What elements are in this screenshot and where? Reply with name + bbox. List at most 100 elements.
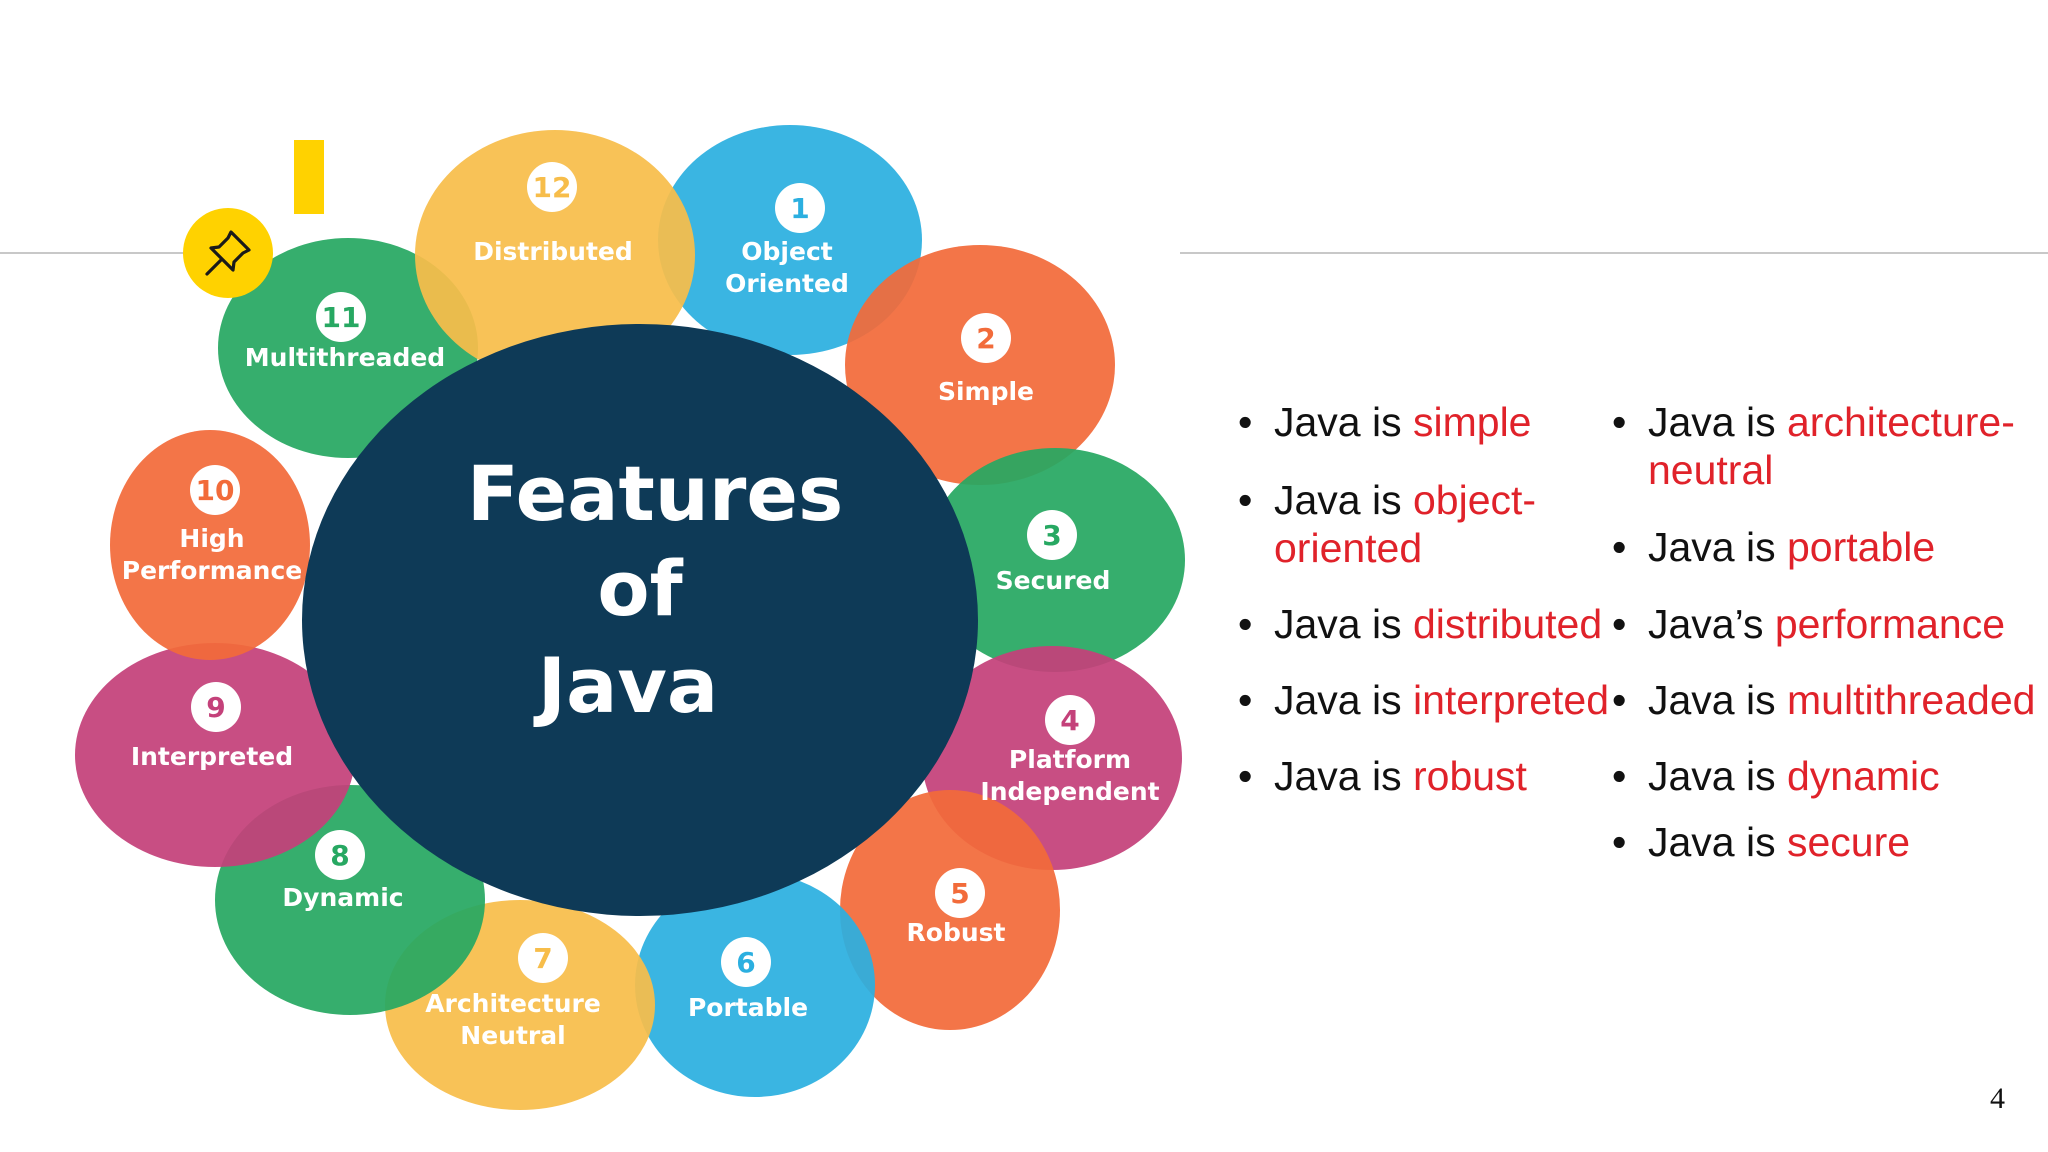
center-title-line-2: of bbox=[597, 544, 683, 633]
petal-label-12: Distributed bbox=[473, 237, 633, 266]
petal-label-11: Multithreaded bbox=[245, 343, 445, 372]
petal-label-8: Dynamic bbox=[282, 883, 403, 912]
bullet-prefix: Java is bbox=[1274, 601, 1413, 647]
bullet-text: Java is secure bbox=[1648, 818, 1910, 866]
petal-number-1: 1 bbox=[790, 192, 809, 225]
bullet-prefix: Java is bbox=[1648, 524, 1787, 570]
petal-label-6: Portable bbox=[688, 993, 808, 1022]
bullet-prefix: Java’s bbox=[1648, 601, 1775, 647]
bullet-highlight: interpreted bbox=[1413, 677, 1610, 723]
bullet-highlight: architecture- bbox=[1787, 399, 2015, 445]
bullet-prefix: Java is bbox=[1274, 677, 1413, 723]
petal-label-2: Simple bbox=[938, 377, 1034, 406]
petal-label-7: Neutral bbox=[460, 1021, 565, 1050]
bullet-text: Java is simple bbox=[1274, 398, 1531, 446]
petal-12 bbox=[415, 130, 695, 380]
bullet-highlight: dynamic bbox=[1787, 753, 1940, 799]
petal-label-10: Performance bbox=[122, 556, 302, 585]
petal-number-badge-8 bbox=[315, 830, 365, 880]
bullet-dot: • bbox=[1612, 524, 1627, 570]
bullet-highlight: performance bbox=[1774, 601, 2006, 647]
bullet-text: Java is interpreted bbox=[1274, 676, 1609, 724]
bullet-prefix: Java is bbox=[1648, 819, 1787, 865]
bullet-highlight: oriented bbox=[1274, 525, 1423, 571]
petal-number-badge-7 bbox=[518, 933, 568, 983]
petal-label-7: Architecture bbox=[425, 989, 601, 1018]
petal-number-badge-2 bbox=[961, 313, 1011, 363]
bullet-highlight: robust bbox=[1413, 753, 1527, 799]
petal-number-9: 9 bbox=[206, 691, 225, 724]
bullet-highlight: multithreaded bbox=[1787, 677, 2036, 723]
petal-9 bbox=[75, 643, 355, 867]
petal-number-3: 3 bbox=[1042, 519, 1061, 552]
bullet-dot: • bbox=[1238, 477, 1253, 523]
petal-10 bbox=[110, 430, 310, 660]
petal-number-4: 4 bbox=[1060, 704, 1079, 737]
bullet-prefix: Java is bbox=[1648, 399, 1787, 445]
petal-number-badge-4 bbox=[1045, 695, 1095, 745]
petal-label-1: Object bbox=[741, 237, 832, 266]
bullet-dot: • bbox=[1612, 601, 1627, 647]
bullet-dot: • bbox=[1238, 753, 1253, 799]
petal-number-2: 2 bbox=[976, 322, 995, 355]
header-rule-right bbox=[1180, 252, 2048, 254]
bullet-text: Java is robust bbox=[1274, 752, 1527, 800]
bullet-text: Java is object-oriented bbox=[1274, 476, 1536, 572]
bullet-prefix: Java is bbox=[1274, 753, 1413, 799]
pushpin-icon bbox=[205, 230, 251, 276]
pushpin-badge[interactable] bbox=[183, 208, 273, 298]
bullet-dot: • bbox=[1612, 677, 1627, 723]
bullet-dot: • bbox=[1238, 677, 1253, 723]
bullet-dot: • bbox=[1612, 399, 1627, 445]
petal-label-10: High bbox=[179, 524, 244, 553]
petal-number-badge-9 bbox=[191, 682, 241, 732]
bullet-text: Java is multithreaded bbox=[1648, 676, 2035, 724]
bullet-highlight: portable bbox=[1787, 524, 1936, 570]
petal-label-5: Robust bbox=[907, 918, 1006, 947]
bullet-dot: • bbox=[1612, 753, 1627, 799]
bullet-prefix: Java is bbox=[1274, 399, 1413, 445]
petal-number-badge-12 bbox=[527, 162, 577, 212]
bullet-text: Java’s performance bbox=[1648, 600, 2005, 648]
page-number: 4 bbox=[1990, 1082, 2005, 1115]
petal-3 bbox=[925, 448, 1185, 672]
center-circle bbox=[302, 324, 978, 916]
bullet-highlight: secure bbox=[1787, 819, 1911, 865]
petal-1 bbox=[658, 125, 922, 355]
bullet-dot: • bbox=[1238, 399, 1253, 445]
petal-number-12: 12 bbox=[533, 171, 572, 204]
bullet-highlight: neutral bbox=[1648, 447, 1774, 493]
bullet-highlight: object- bbox=[1413, 477, 1537, 523]
bullet-highlight: simple bbox=[1413, 399, 1532, 445]
bullet-prefix: Java is bbox=[1648, 677, 1787, 723]
petal-label-4: Independent bbox=[980, 777, 1159, 806]
bullet-dot: • bbox=[1612, 819, 1627, 865]
petal-label-1: Oriented bbox=[725, 269, 849, 298]
bullet-text: Java is dynamic bbox=[1648, 752, 1940, 800]
bullet-prefix: Java is bbox=[1274, 477, 1413, 523]
petal-number-10: 10 bbox=[196, 474, 235, 507]
bullet-prefix: Java is bbox=[1648, 753, 1787, 799]
center-title-line-1: Features bbox=[467, 449, 843, 538]
petal-number-8: 8 bbox=[330, 839, 349, 872]
bullet-text: Java is architecture-neutral bbox=[1648, 398, 2015, 494]
petal-number-badge-5 bbox=[935, 868, 985, 918]
accent-bar bbox=[294, 140, 324, 214]
bullet-highlight: distributed bbox=[1413, 601, 1603, 647]
petal-number-badge-10 bbox=[190, 465, 240, 515]
bullet-text: Java is distributed bbox=[1274, 600, 1602, 648]
bullet-text: Java is portable bbox=[1648, 523, 1935, 571]
petal-number-5: 5 bbox=[950, 877, 969, 910]
bullet-dot: • bbox=[1238, 601, 1253, 647]
petal-number-7: 7 bbox=[533, 942, 552, 975]
petal-2 bbox=[845, 245, 1115, 485]
petal-number-11: 11 bbox=[322, 301, 361, 334]
petal-number-badge-1 bbox=[775, 183, 825, 233]
petal-label-4: Platform bbox=[1009, 745, 1131, 774]
petal-number-6: 6 bbox=[736, 946, 755, 979]
petal-number-badge-3 bbox=[1027, 510, 1077, 560]
header-rule-left bbox=[0, 252, 250, 254]
petal-number-badge-6 bbox=[721, 937, 771, 987]
petal-number-badge-11 bbox=[316, 292, 366, 342]
